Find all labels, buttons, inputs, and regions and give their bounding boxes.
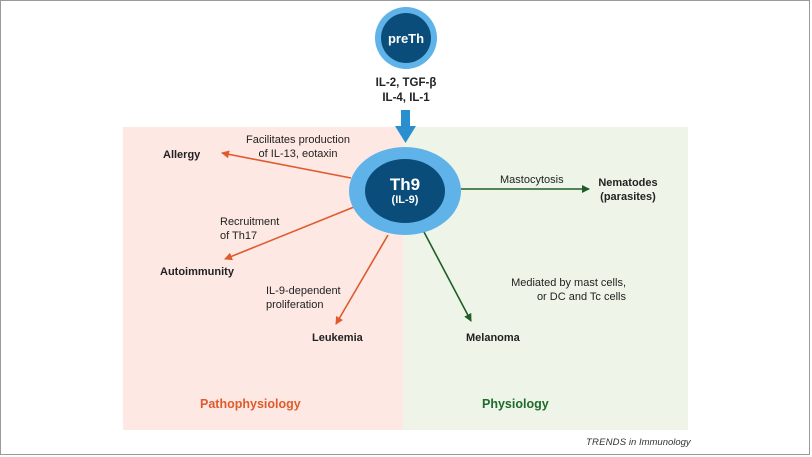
arrow-to-melanoma bbox=[423, 231, 472, 322]
autoimmunity-mechanism-line2: of Th17 bbox=[220, 230, 258, 242]
arrow-to-allergy bbox=[221, 150, 352, 179]
outcome-autoimmunity: Autoimmunity bbox=[160, 266, 234, 278]
preth-label: preTh bbox=[387, 30, 425, 46]
th9-cell-nucleus: Th9 (IL-9) bbox=[365, 159, 445, 223]
journal-suffix: in Immunology bbox=[626, 437, 691, 448]
preth-cell-nucleus: preTh bbox=[381, 13, 431, 63]
journal-credit: TRENDS in Immunology bbox=[586, 437, 691, 448]
outcome-melanoma: Melanoma bbox=[466, 332, 520, 344]
outcome-allergy: Allergy bbox=[163, 149, 201, 161]
pathophysiology-title: Pathophysiology bbox=[200, 397, 301, 411]
journal-name: TRENDS bbox=[586, 437, 627, 448]
autoimmunity-mechanism: Recruitment of Th17 bbox=[220, 215, 279, 243]
induction-arrow bbox=[395, 110, 416, 143]
melanoma-mechanism-line2: or DC and Tc cells bbox=[536, 291, 626, 303]
th9-label: Th9 bbox=[389, 175, 421, 194]
melanoma-mechanism: Mediated by mast cells, or DC and Tc cel… bbox=[497, 276, 626, 304]
allergy-mechanism-line2: of IL-13, eotaxin bbox=[258, 148, 338, 160]
outcome-leukemia: Leukemia bbox=[312, 332, 363, 344]
arrow-to-leukemia bbox=[335, 234, 389, 325]
nematodes-mechanism: Mastocytosis bbox=[500, 174, 564, 186]
autoimmunity-mechanism-line1: Recruitment bbox=[220, 216, 280, 228]
leukemia-mechanism-line2: proliferation bbox=[266, 299, 324, 311]
outcome-nematodes: Nematodes (parasites) bbox=[592, 176, 664, 204]
outcome-nematodes-line2: (parasites) bbox=[600, 191, 656, 203]
th9-cytokine-label: (IL-9) bbox=[391, 194, 419, 206]
allergy-mechanism-line1: Facilitates production bbox=[246, 134, 350, 146]
leukemia-mechanism-line1: IL-9-dependent bbox=[266, 285, 341, 297]
arrow-to-autoimmunity bbox=[224, 206, 355, 261]
physiology-title: Physiology bbox=[482, 397, 549, 411]
inducing-cytokines: IL-2, TGF-β IL-4, IL-1 bbox=[356, 76, 456, 106]
leukemia-mechanism: IL-9-dependent proliferation bbox=[266, 284, 341, 312]
outcome-nematodes-line1: Nematodes bbox=[598, 177, 658, 189]
inducing-cytokines-line2: IL-4, IL-1 bbox=[382, 92, 430, 104]
melanoma-mechanism-line1: Mediated by mast cells, bbox=[511, 277, 626, 289]
inducing-cytokines-line1: IL-2, TGF-β bbox=[375, 77, 437, 89]
allergy-mechanism: Facilitates production of IL-13, eotaxin bbox=[233, 133, 363, 161]
